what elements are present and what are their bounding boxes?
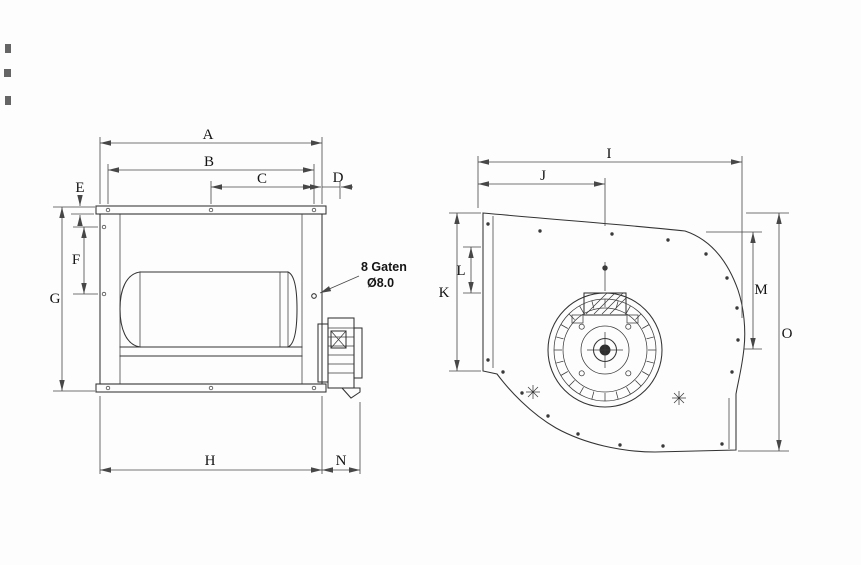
dim-label-d: D (333, 170, 344, 186)
dim-label-e: E (75, 180, 84, 196)
center-dot (602, 265, 608, 271)
impeller (547, 292, 663, 408)
side-view-dimensions: I J K L M O (439, 146, 793, 452)
housing-outline (99, 213, 323, 385)
dim-label-l: L (456, 263, 465, 279)
front-view (95, 205, 363, 399)
dim-label-i: I (607, 146, 612, 162)
side-view (482, 212, 746, 453)
dim-label-g: G (50, 291, 61, 307)
motor-mount (571, 292, 639, 324)
mount-marks (526, 385, 686, 405)
motor-ribs (328, 327, 354, 374)
fan-drum (119, 271, 298, 348)
dim-label-k: K (439, 285, 450, 301)
dim-label-a: A (203, 127, 214, 143)
dim-label-h: H (205, 453, 216, 469)
bottom-flange (95, 383, 327, 393)
dim-label-c: C (257, 171, 267, 187)
holes-note-line2: Ø8.0 (367, 276, 394, 290)
dim-label-b: B (204, 154, 214, 170)
dim-label-n: N (336, 453, 347, 469)
scan-artifacts (4, 44, 11, 105)
motor-body (327, 317, 355, 389)
leader-line (319, 275, 360, 294)
motor-plate (317, 323, 329, 383)
bolt-hole (311, 293, 317, 299)
top-flange (95, 205, 327, 215)
base-rails (119, 346, 303, 357)
motor-endcap (353, 327, 363, 379)
rivets (486, 222, 740, 448)
dim-label-o: O (782, 326, 793, 342)
terminal-box (330, 330, 347, 349)
motor-foot (340, 387, 361, 399)
scroll-housing (482, 212, 746, 453)
front-view-dimensions: A B C D E F G H N (50, 127, 361, 474)
side-panels (119, 214, 303, 384)
dim-label-f: F (72, 252, 80, 268)
motor (317, 317, 363, 399)
holes-annotation: 8 Gaten Ø8.0 (319, 260, 407, 294)
dim-label-j: J (540, 168, 546, 184)
hub-crosshair (587, 332, 623, 368)
flange-holes (101, 207, 317, 391)
holes-note-line1: 8 Gaten (361, 260, 407, 274)
dim-label-m: M (754, 282, 767, 298)
